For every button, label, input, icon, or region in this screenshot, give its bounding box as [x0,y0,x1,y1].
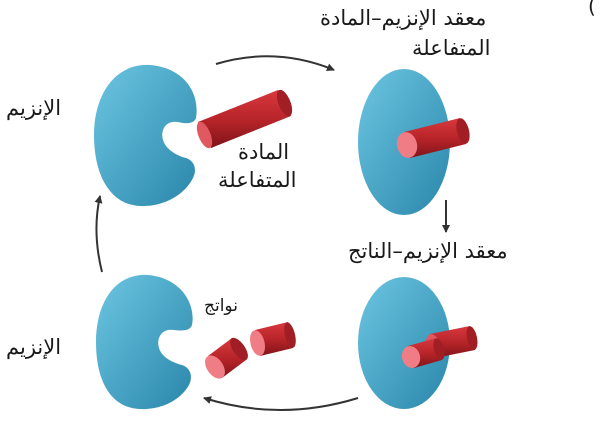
enzyme-product-complex [358,277,479,409]
label-substrate-line1: المادة [238,138,289,166]
label-enzyme-top: الإنزيم [6,94,61,122]
enzyme-substrate-complex [358,69,472,215]
product-rod-upper [248,321,298,357]
arrow-enzyme-reused [96,196,102,272]
label-es-complex-line1: معقد الإنزيم–المادة [320,4,486,32]
label-ep-complex: معقد الإنزيم–الناتج [348,237,508,265]
label-substrate-line2: المتفاعلة [218,166,296,194]
corner-mark: ( [588,0,596,18]
arrow-release-products [204,398,358,410]
label-es-complex-line2: المتفاعلة [412,34,490,62]
label-products: نواتج [204,292,238,320]
product-rod-lower [201,335,251,382]
enzyme-top-left [94,65,197,206]
arrow-to-es-complex [216,56,334,70]
label-enzyme-bottom: الإنزيم [6,333,61,361]
enzyme-bottom-left [96,275,193,409]
